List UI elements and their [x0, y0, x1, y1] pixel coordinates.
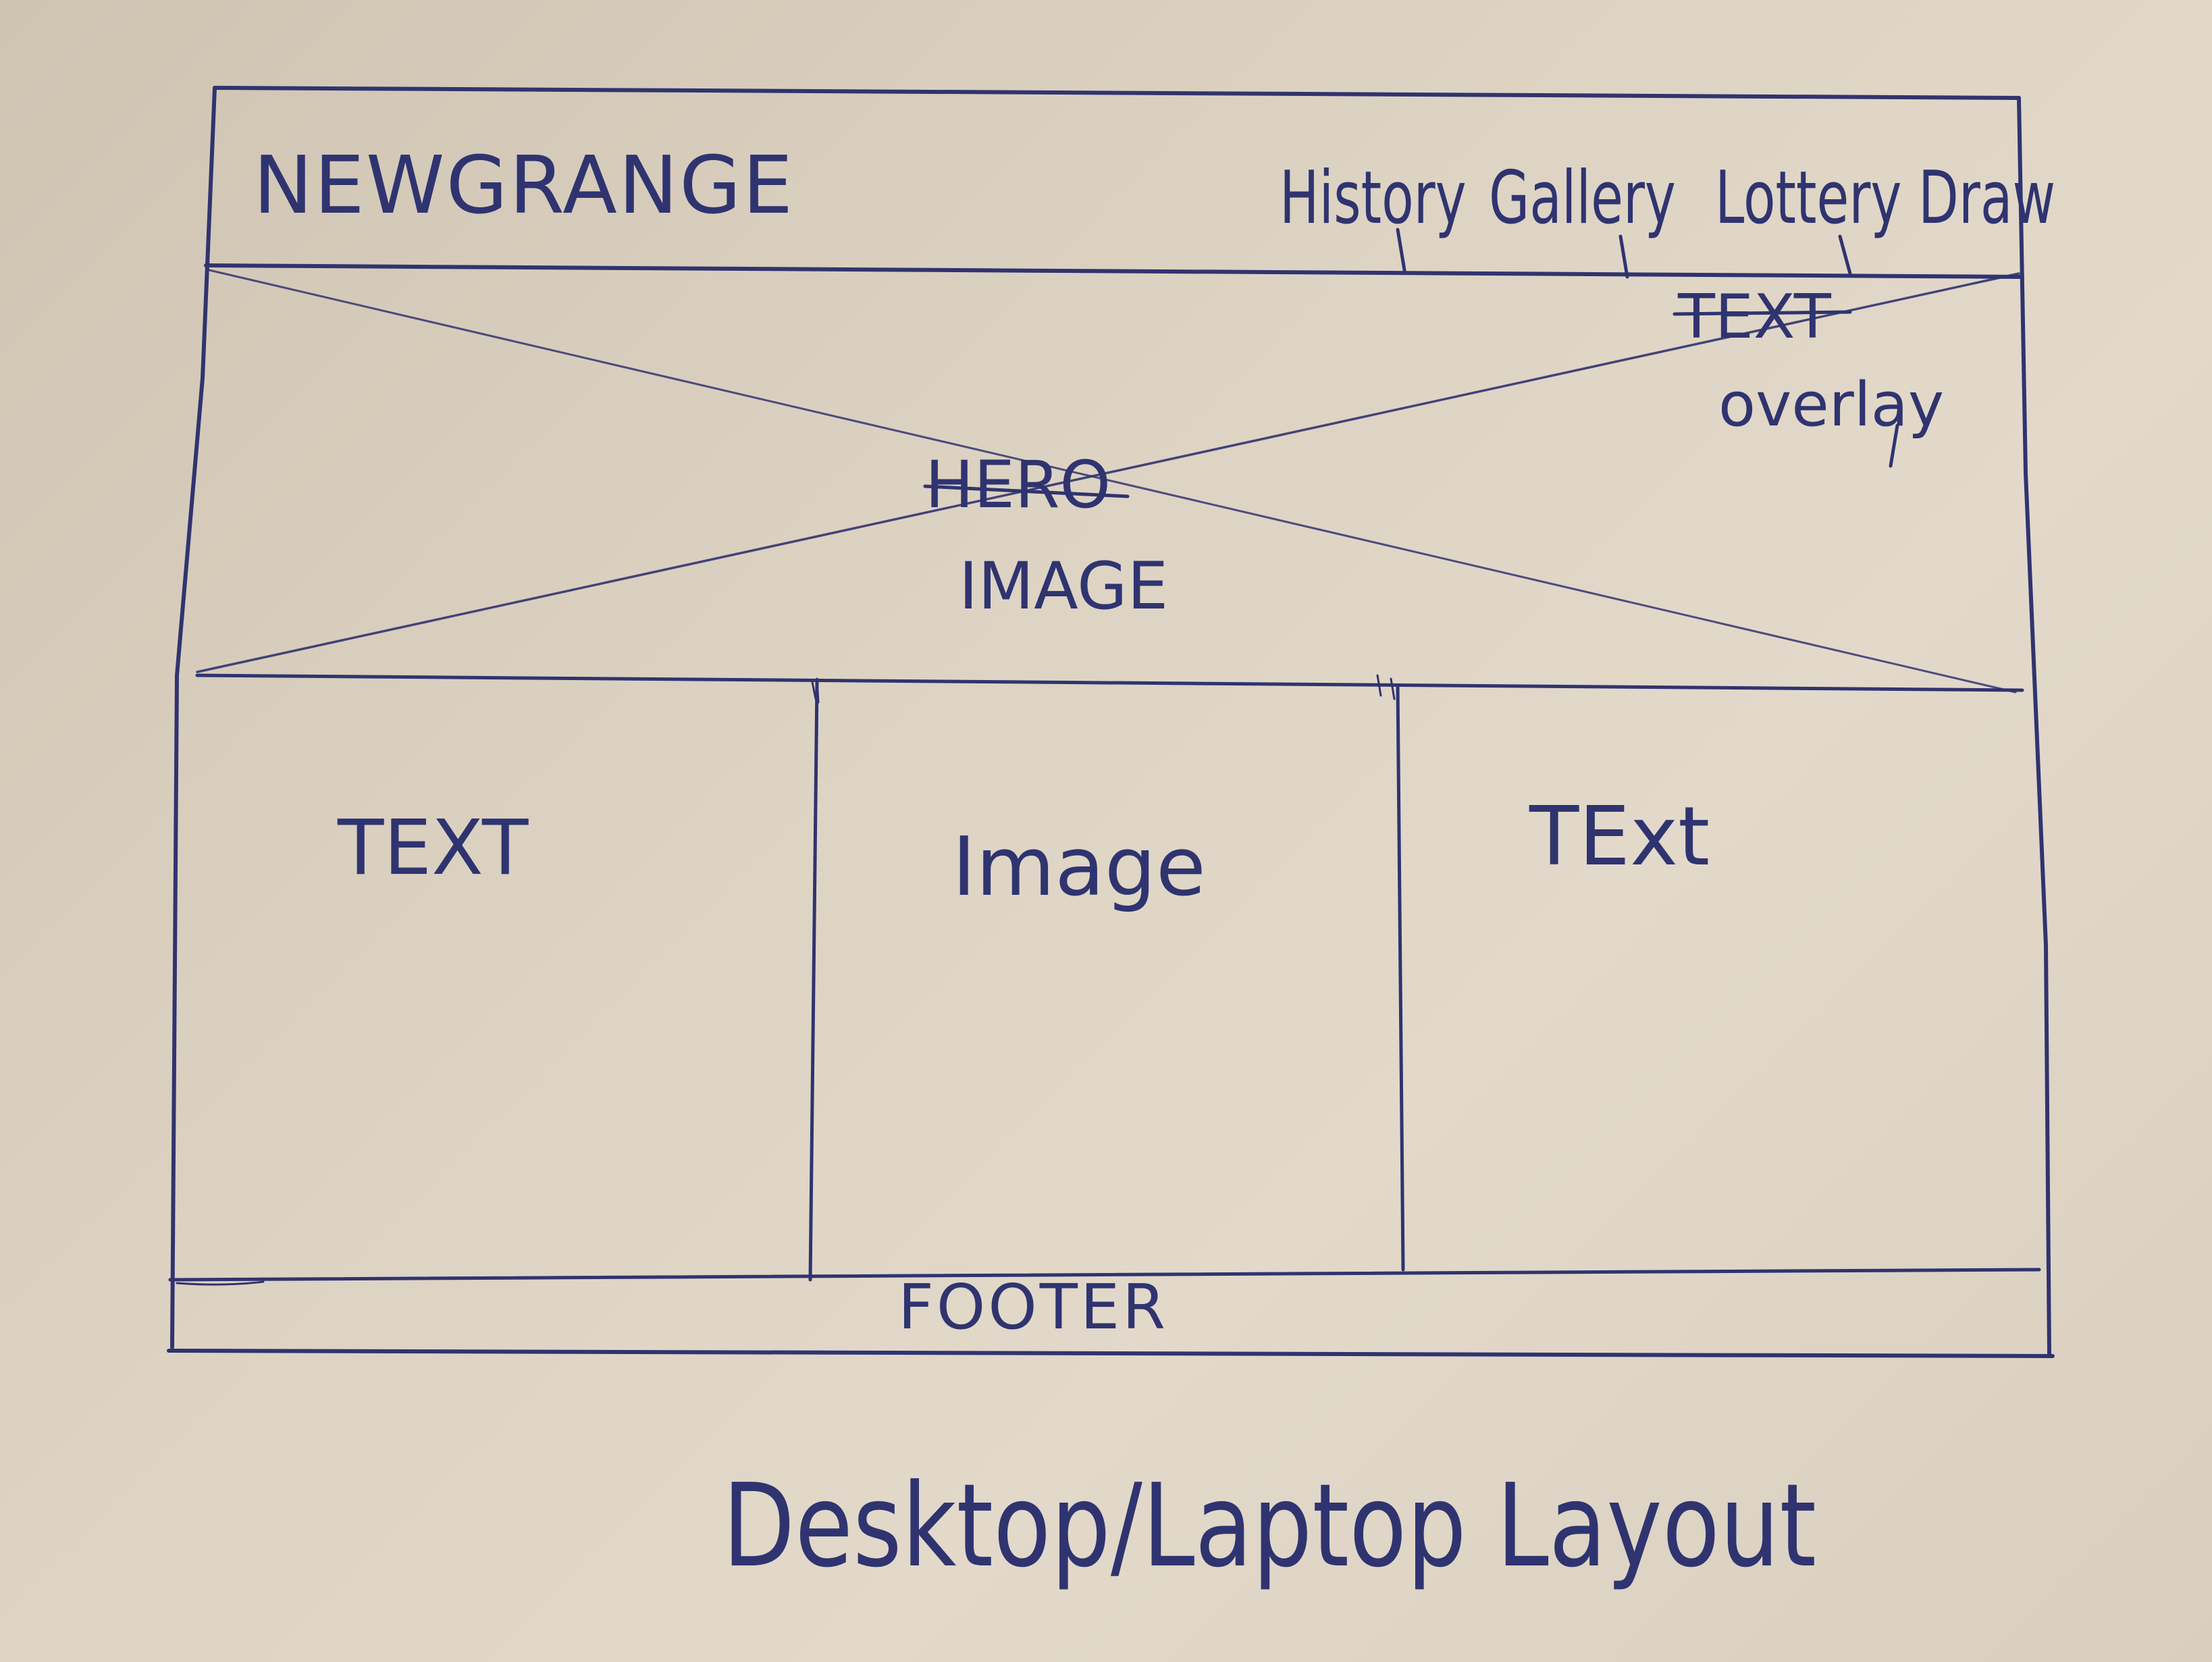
hero-label-line-2: IMAGE	[959, 548, 1169, 624]
nav-item-lottery-draw: Lottery Draw	[1715, 156, 2056, 240]
nav-item-gallery: Gallery	[1489, 156, 1676, 240]
sketch-caption: Desktop/Laptop Layout	[722, 1459, 1817, 1593]
outer-frame-bottom	[167, 1349, 2055, 1358]
column-right-label: TExt	[1529, 790, 1710, 884]
hero-cross-line-1	[208, 269, 2017, 694]
hero-strike	[923, 484, 1130, 498]
outer-frame-top	[213, 86, 2021, 100]
hero-divider	[195, 673, 2024, 692]
hero-overlay-text-line-1: TEXT	[1678, 282, 1831, 353]
hero-cross-line-2	[196, 272, 2020, 673]
column-middle-label: Image	[952, 821, 1206, 914]
header-divider	[204, 263, 2024, 279]
nav-item-history: History	[1280, 156, 1467, 240]
footer-label: FOOTER	[898, 1271, 1168, 1343]
outer-frame-right	[2017, 96, 2051, 1356]
hero-overlay-text-line-2: overlay	[1718, 369, 1945, 440]
hero-label-line-1: HERO	[925, 447, 1111, 523]
column-left-label: TEXT	[338, 804, 529, 892]
overlay-strike	[1673, 310, 1852, 316]
outer-frame-left	[170, 86, 217, 1349]
footer-divider	[168, 1268, 2041, 1282]
site-logo: NEWGRANGE	[253, 138, 795, 232]
column-divider-1	[808, 680, 819, 1282]
column-divider-2	[1396, 683, 1405, 1272]
